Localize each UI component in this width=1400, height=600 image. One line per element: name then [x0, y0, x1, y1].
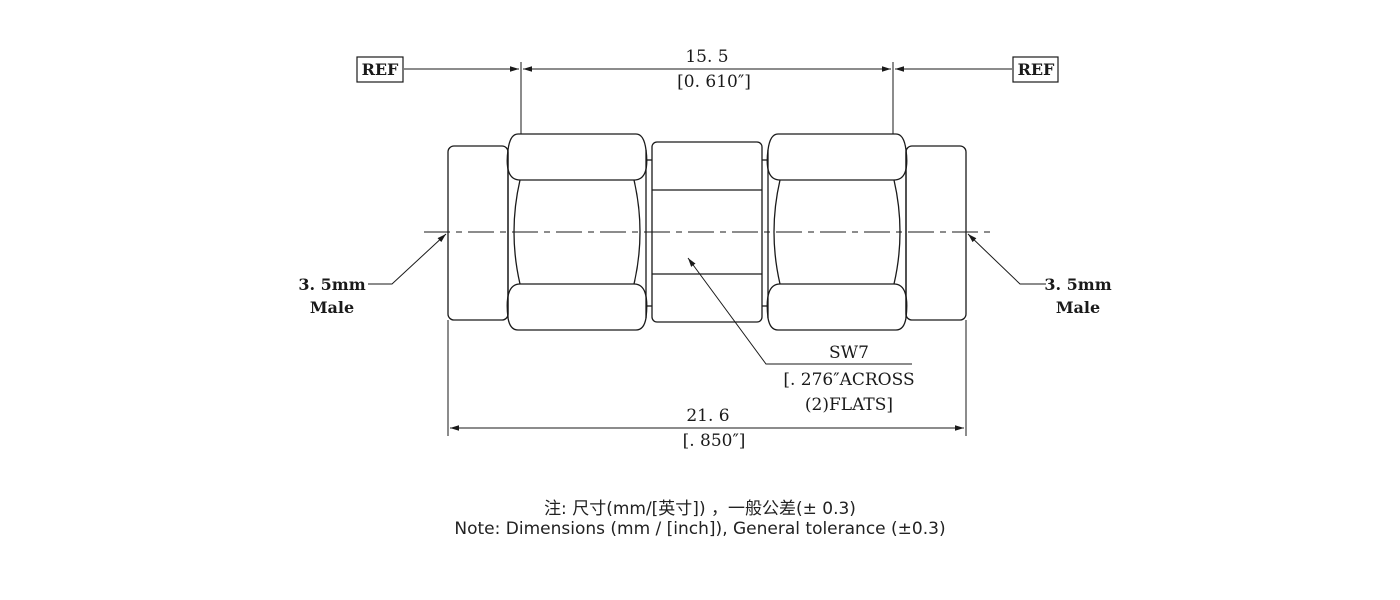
hex-label-across: [. 276″ACROSS	[783, 370, 914, 390]
bottom-dimension-inch: [. 850″]	[683, 431, 746, 451]
right-hex-nut	[767, 133, 907, 331]
left-connector-gender: Male	[310, 298, 354, 317]
left-connector-size: 3. 5mm	[298, 275, 365, 294]
adapter-drawing: REF REF 15. 5 [0. 610″] 3. 5mm Male 3. 5…	[298, 47, 1111, 451]
ref-label-left: REF	[362, 60, 399, 79]
right-connector-leader	[967, 233, 1046, 285]
right-connector-size: 3. 5mm	[1044, 275, 1111, 294]
hex-label-sw: SW7	[829, 343, 869, 363]
left-end-cap	[447, 145, 509, 321]
hex-callout-leader	[687, 257, 912, 365]
bottom-dimension-mm: 21. 6	[686, 406, 729, 426]
note-english: Note: Dimensions (mm / [inch]), General …	[454, 519, 946, 539]
right-end-cap	[905, 145, 967, 321]
note-chinese: 注: 尺寸(mm/[英寸]) ，一般公差(± 0.3)	[544, 499, 856, 519]
hex-label-flats: (2)FLATS]	[805, 395, 893, 415]
top-dimension-inch: [0. 610″]	[677, 72, 751, 92]
ref-box-right	[1012, 56, 1059, 83]
left-hex-nut	[507, 133, 647, 331]
right-connector-gender: Male	[1056, 298, 1100, 317]
left-connector-leader	[368, 233, 447, 285]
top-dimension-mm: 15. 5	[685, 47, 728, 67]
ref-box-left	[356, 56, 404, 83]
ref-label-right: REF	[1018, 60, 1055, 79]
